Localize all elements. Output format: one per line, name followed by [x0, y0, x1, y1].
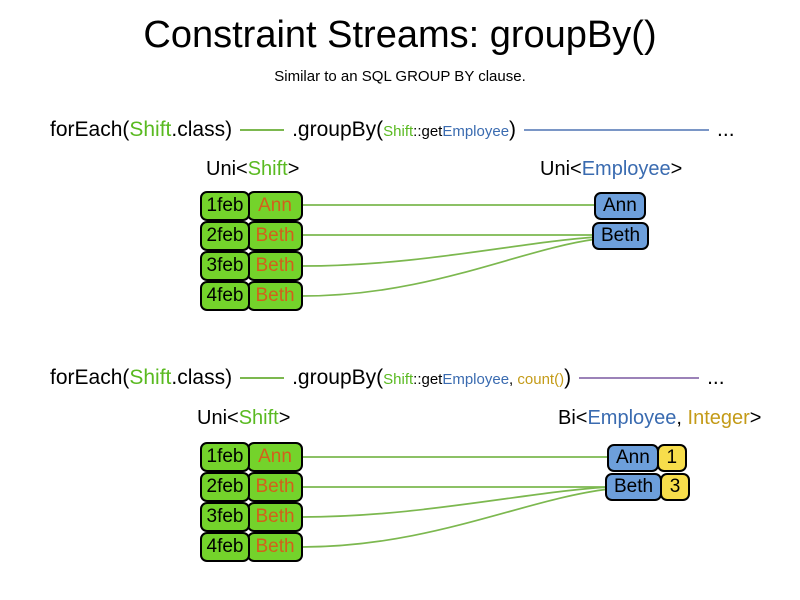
- shift-row: 2feb Beth: [200, 472, 303, 502]
- stream-connector-green: [240, 129, 285, 131]
- shift-table: 1feb Ann 2feb Beth 3feb Beth 4feb Beth: [200, 442, 303, 562]
- grouped-result: Beth: [592, 222, 650, 250]
- mapping-line-s1-r4: [301, 238, 598, 297]
- shift-date-cell: 3feb: [200, 502, 250, 532]
- employee-box: Beth: [605, 473, 663, 501]
- shift-date-cell: 4feb: [200, 281, 250, 311]
- shift-employee-cell: Beth: [247, 532, 303, 562]
- result-stream-header: Uni<Employee>: [540, 158, 683, 180]
- shift-row: 3feb Beth: [200, 502, 303, 532]
- slide-title: Constraint Streams: groupBy(): [143, 14, 657, 56]
- code-collector: count(): [517, 371, 565, 388]
- employee-box: Ann: [594, 192, 646, 220]
- code-key-class: Shift: [383, 371, 414, 388]
- code-ellipsis: ...: [717, 118, 735, 141]
- slide-subtitle: Similar to an SQL GROUP BY clause.: [274, 68, 526, 85]
- code-line-groupby-count: forEach(Shift.class).groupBy(Shift::getE…: [50, 366, 725, 390]
- code-ellipsis: ...: [707, 366, 725, 389]
- code-key-property: Employee: [442, 123, 510, 140]
- mapping-line-s1-r3: [301, 236, 598, 267]
- stream-connector-green: [240, 377, 285, 379]
- code-groupby: .groupBy(: [292, 118, 384, 141]
- source-stream-header: Uni<Shift>: [206, 158, 300, 180]
- shift-employee-cell: Beth: [247, 281, 303, 311]
- code-key-accessor: ::get: [413, 371, 443, 388]
- shift-row: 4feb Beth: [200, 281, 303, 311]
- grouped-result: Ann: [594, 192, 646, 220]
- shift-employee-cell: Beth: [247, 502, 303, 532]
- shift-employee-cell: Ann: [247, 442, 303, 472]
- shift-row: 2feb Beth: [200, 221, 303, 251]
- code-shift-class: Shift: [129, 118, 172, 141]
- code-line-groupby: forEach(Shift.class).groupBy(Shift::getE…: [50, 118, 735, 142]
- shift-date-cell: 4feb: [200, 532, 250, 562]
- source-stream-header: Uni<Shift>: [197, 407, 291, 429]
- code-close-paren: ): [509, 118, 517, 141]
- mapping-line-s2-r4: [301, 488, 610, 548]
- grouped-result-with-count: Ann 1: [607, 444, 687, 472]
- shift-row: 1feb Ann: [200, 191, 303, 221]
- shift-date-cell: 3feb: [200, 251, 250, 281]
- count-box: 1: [656, 444, 687, 472]
- shift-date-cell: 2feb: [200, 472, 250, 502]
- shift-employee-cell: Beth: [247, 472, 303, 502]
- code-class-suffix: .class): [171, 366, 233, 389]
- shift-row: 1feb Ann: [200, 442, 303, 472]
- code-key-class: Shift: [383, 123, 414, 140]
- code-comma: ,: [509, 371, 514, 388]
- code-class-suffix: .class): [171, 118, 233, 141]
- shift-table: 1feb Ann 2feb Beth 3feb Beth 4feb Beth: [200, 191, 303, 311]
- code-shift-class: Shift: [129, 366, 172, 389]
- code-key-property: Employee: [442, 371, 510, 388]
- shift-row: 4feb Beth: [200, 532, 303, 562]
- employee-box: Ann: [607, 444, 659, 472]
- stream-connector-blue: [524, 129, 710, 131]
- count-box: 3: [660, 473, 691, 501]
- shift-date-cell: 1feb: [200, 442, 250, 472]
- shift-employee-cell: Beth: [247, 221, 303, 251]
- stream-connector-purple: [579, 377, 700, 379]
- code-foreach: forEach(: [50, 118, 130, 141]
- code-groupby: .groupBy(: [292, 366, 384, 389]
- code-foreach: forEach(: [50, 366, 130, 389]
- mapping-line-s2-r3: [301, 486, 610, 518]
- code-close-paren: ): [564, 366, 572, 389]
- shift-employee-cell: Beth: [247, 251, 303, 281]
- employee-box: Beth: [592, 222, 650, 250]
- shift-row: 3feb Beth: [200, 251, 303, 281]
- shift-date-cell: 2feb: [200, 221, 250, 251]
- grouped-result-with-count: Beth 3: [605, 473, 691, 501]
- shift-employee-cell: Ann: [247, 191, 303, 221]
- result-stream-header: Bi<Employee, Integer>: [558, 407, 762, 429]
- code-key-accessor: ::get: [413, 123, 443, 140]
- shift-date-cell: 1feb: [200, 191, 250, 221]
